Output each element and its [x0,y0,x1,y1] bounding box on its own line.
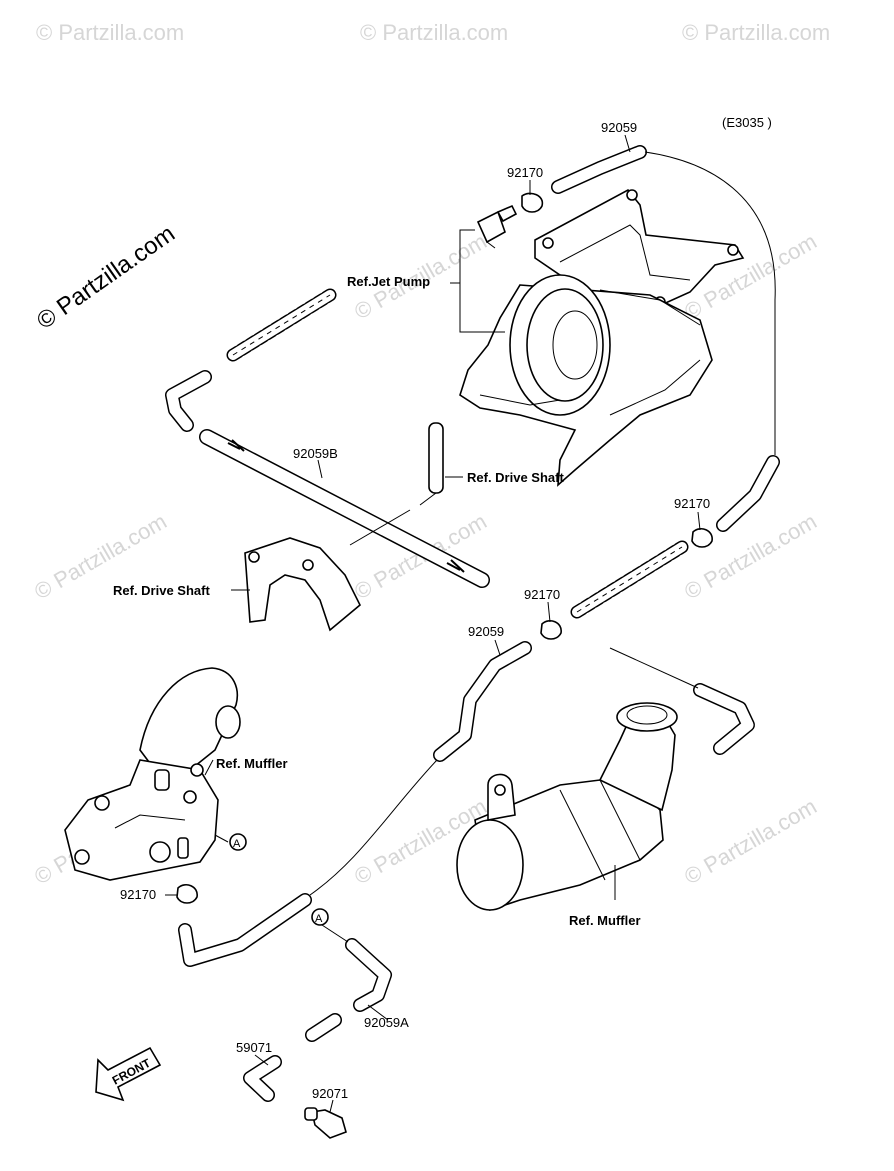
label-92170-left: 92170 [120,887,156,902]
muffler-left [64,667,241,881]
marker-label: A [233,838,241,850]
label-92059-top: 92059 [601,120,637,135]
label-ref-muffler-right: Ref. Muffler [569,913,641,928]
hose-route-line [644,151,776,455]
jet-pump-drawing [459,188,745,487]
dashed-pipe-lower [570,540,689,619]
clamp-92170-top [521,192,544,213]
watermark: © Partzilla.com [36,20,184,45]
leader-lines [165,134,701,1113]
hose-92059a [345,938,392,1012]
short-pipe [305,1013,342,1042]
marker-a-center: A [311,908,329,926]
watermark-main: © Partzilla.com [32,220,180,335]
watermark: © Partzilla.com [680,509,821,605]
hose-92059b [165,370,490,588]
label-92170-right: 92170 [674,496,710,511]
label-92059-mid: 92059 [468,624,504,639]
label-92170-top: 92170 [507,165,543,180]
clamp-92170-mid [540,620,562,640]
label-92071: 92071 [312,1086,348,1101]
label-92170-mid: 92170 [524,587,560,602]
fitting-59071 [243,1055,282,1102]
marker-label: A [315,913,323,925]
watermark: © Partzilla.com [680,794,821,890]
cap-92071 [304,1107,347,1139]
label-59071: 59071 [236,1040,272,1055]
label-ref-jet-pump: Ref.Jet Pump [347,274,430,289]
muffler-right [456,702,678,912]
hose-right [693,683,755,755]
leader [321,924,349,943]
watermark: © Partzilla.com [682,20,830,45]
front-arrow: FRONT [95,1046,162,1102]
clamp-92170-right [691,528,713,548]
drive-shaft-bar [419,422,444,506]
leader [349,509,411,546]
label-92059a: 92059A [364,1015,409,1030]
hose-route-line [309,759,438,896]
part-labels: 92059 92170 Ref.Jet Pump 92059B Ref. Dri… [113,120,710,1101]
hose-92059-top [551,145,780,532]
hose-lower-left [178,893,312,967]
drive-shaft-housing [244,537,361,632]
dashed-pipe-upper [226,288,337,362]
hose-92059-mid [433,641,532,762]
watermark: © Partzilla.com [360,20,508,45]
label-ref-muffler-left: Ref. Muffler [216,756,288,771]
marker-a-left: A [229,833,247,851]
label-92059b: 92059B [293,446,338,461]
leader [609,647,699,689]
label-ref-drive-shaft-1: Ref. Drive Shaft [467,470,564,485]
label-ref-drive-shaft-2: Ref. Drive Shaft [113,583,210,598]
clamp-92170-left [176,884,198,904]
diagram-code: (E3035 ) [722,115,772,130]
